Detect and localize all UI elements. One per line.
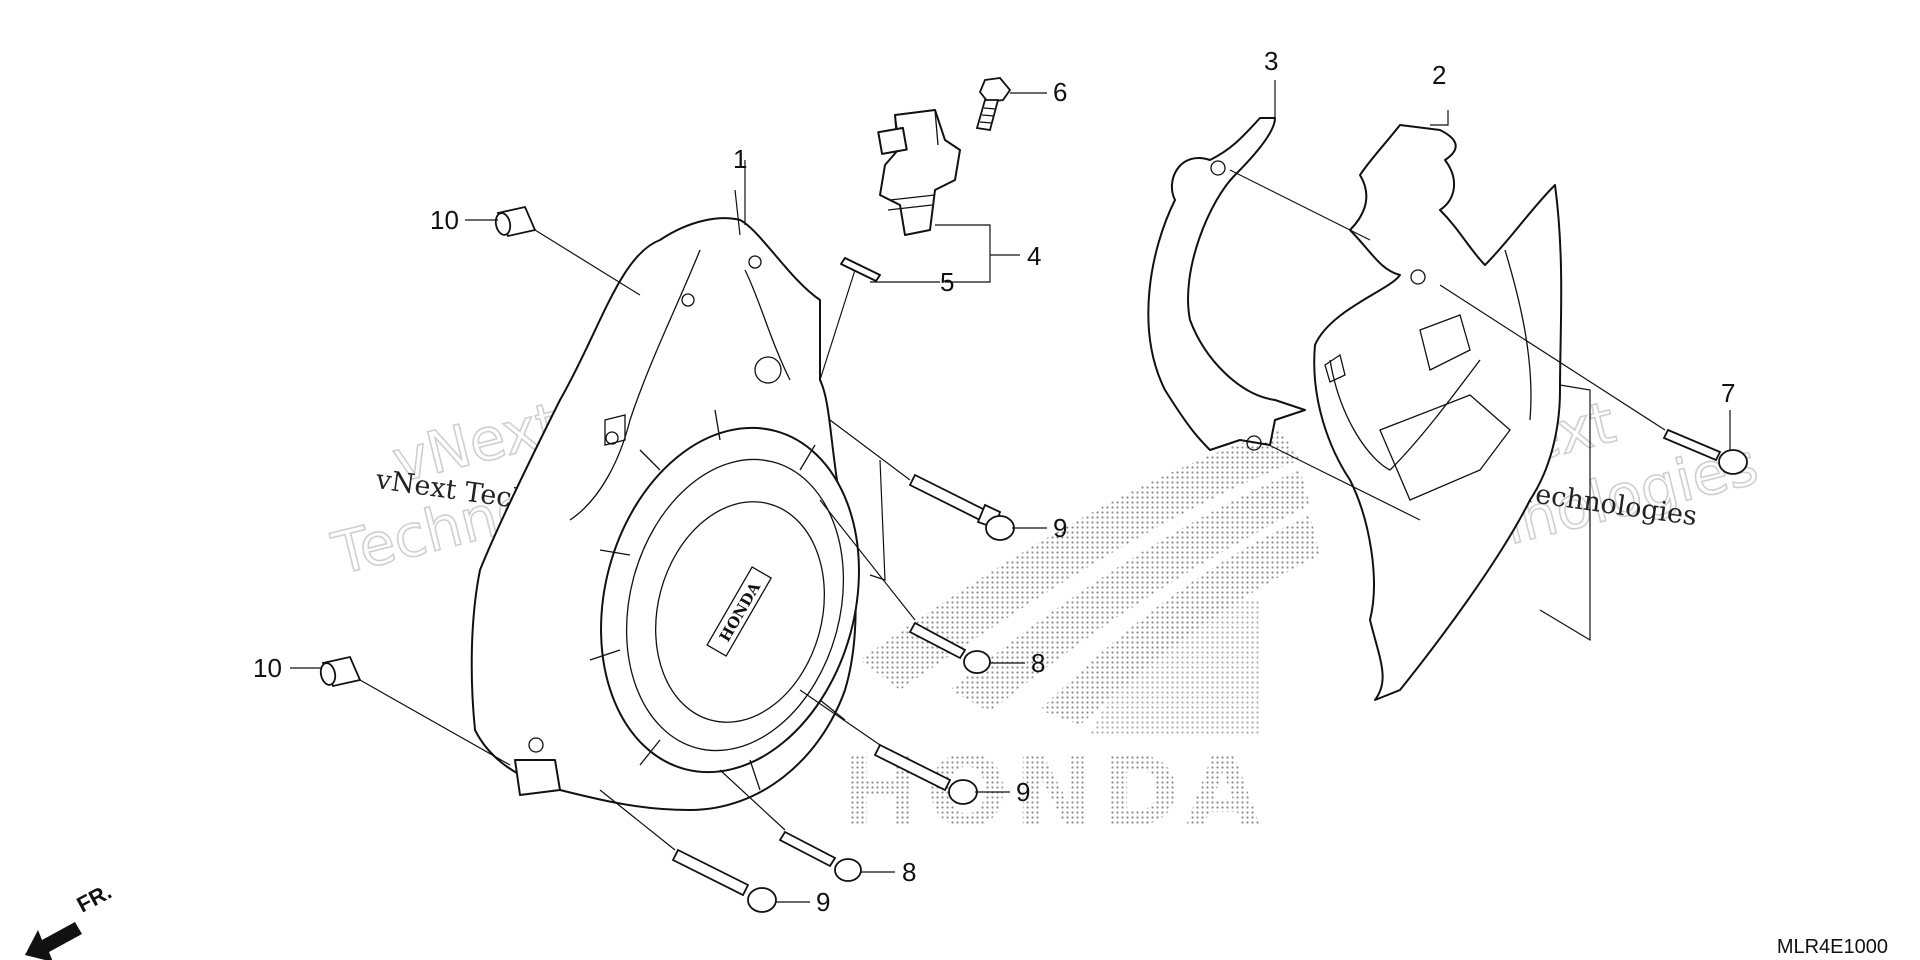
bolt-part-6 bbox=[975, 77, 1012, 132]
callout-labels: 1 2 3 4 5 6 7 8 8 9 9 9 10 10 bbox=[253, 46, 1735, 917]
honda-wing-logo-watermark: HONDA bbox=[840, 430, 1320, 848]
callout-7: 7 bbox=[1721, 378, 1735, 408]
callout-10-upper: 10 bbox=[430, 205, 459, 235]
dowel-pin-10-lower bbox=[319, 655, 362, 688]
callout-9-lower: 9 bbox=[816, 887, 830, 917]
callout-8-lower: 8 bbox=[902, 857, 916, 887]
o-ring-part-5 bbox=[840, 257, 881, 282]
front-label: FR. bbox=[73, 879, 116, 918]
callout-9-upper: 9 bbox=[1053, 513, 1067, 543]
front-arrow-icon bbox=[25, 922, 82, 960]
bolt-8-upper bbox=[908, 621, 991, 674]
callout-3: 3 bbox=[1264, 46, 1278, 76]
bolt-9-middle bbox=[873, 743, 978, 805]
sprocket-cover-part-2 bbox=[1313, 124, 1563, 701]
bolt-9-lower bbox=[671, 848, 777, 913]
leader-lines bbox=[290, 80, 1731, 903]
callout-4: 4 bbox=[1027, 241, 1041, 271]
callout-2: 2 bbox=[1432, 60, 1446, 90]
honda-logo-text: HONDA bbox=[840, 736, 1266, 848]
bolt-9-upper bbox=[908, 473, 1015, 541]
speed-sensor-part-4 bbox=[877, 109, 961, 236]
callout-6: 6 bbox=[1053, 77, 1067, 107]
callout-1: 1 bbox=[733, 144, 747, 174]
callout-10-lower: 10 bbox=[253, 653, 282, 683]
callout-5: 5 bbox=[940, 267, 954, 297]
gasket-part-3 bbox=[1147, 117, 1306, 451]
diagram-code: MLR4E1000 bbox=[1777, 936, 1888, 958]
front-direction-indicator: FR. bbox=[25, 879, 116, 960]
dowel-pin-10-upper bbox=[494, 205, 537, 238]
generator-cover-part-1: HONDA bbox=[470, 217, 860, 811]
bolt-7 bbox=[1662, 428, 1748, 475]
callout-8-upper: 8 bbox=[1031, 648, 1045, 678]
callout-9-middle: 9 bbox=[1016, 777, 1030, 807]
bolt-8-lower bbox=[778, 830, 862, 882]
